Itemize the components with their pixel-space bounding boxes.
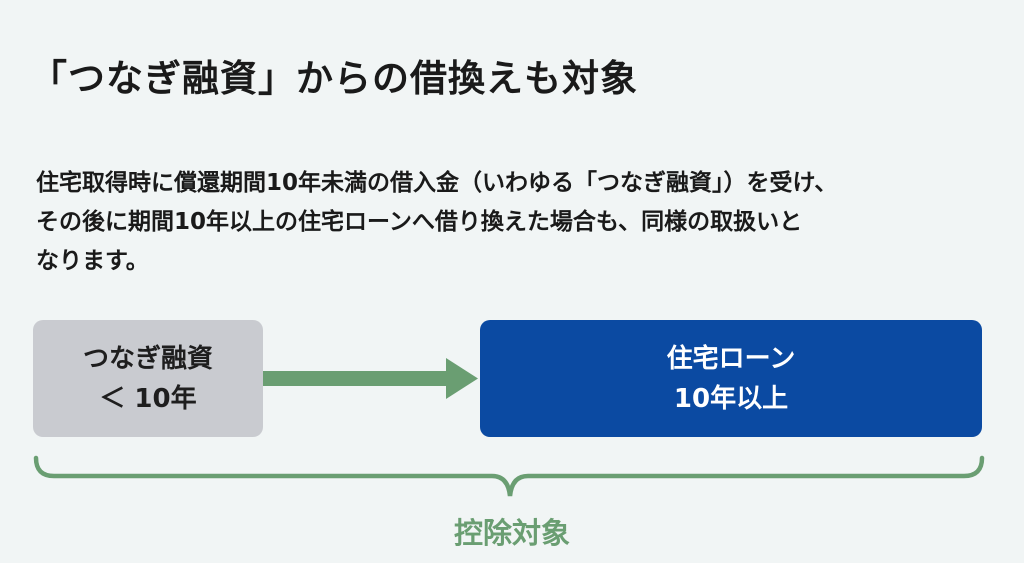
bridge-loan-box: つなぎ融資 ＜ 10年 (33, 320, 263, 437)
deduction-target-label: 控除対象 (453, 516, 570, 550)
paragraph-line: なります。 (36, 248, 149, 274)
mortgage-box: 住宅ローン 10年以上 (480, 320, 982, 437)
paragraph-line: その後に期間10年以上の住宅ローンへ借り換えた場合も、同様の取扱いと (36, 209, 803, 235)
page-title: 「つなぎ融資」からの借換えも対象 (30, 57, 638, 100)
mortgage-label: 住宅ローン (666, 343, 796, 374)
brace-bracket (33, 455, 985, 497)
description-paragraph: 住宅取得時に償還期間10年未満の借入金（いわゆる「つなぎ融資」）を受け、 その後… (36, 164, 996, 281)
arrow-right-icon (263, 358, 478, 399)
mortgage-term: 10年以上 (673, 383, 789, 414)
paragraph-line: 住宅取得時に償還期間10年未満の借入金（いわゆる「つなぎ融資」）を受け、 (36, 170, 838, 196)
bridge-loan-term: ＜ 10年 (99, 383, 197, 414)
bridge-loan-label: つなぎ融資 (82, 343, 213, 374)
